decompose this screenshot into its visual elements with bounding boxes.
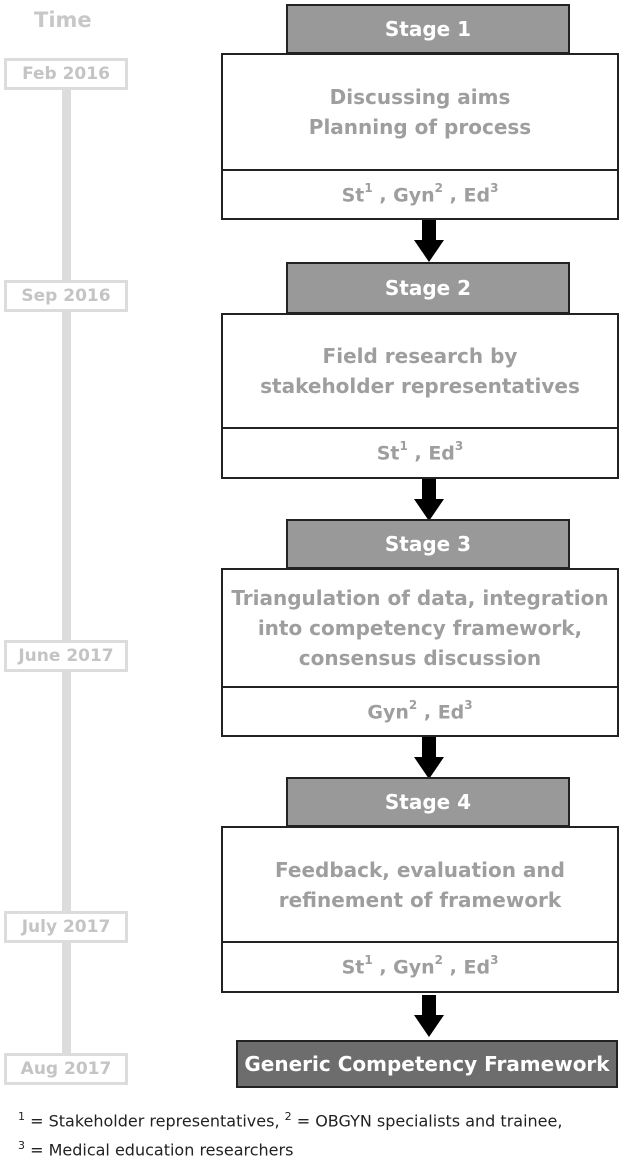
- participant-gyn: Gyn2: [393, 180, 444, 207]
- arrow-down-icon: [414, 737, 444, 779]
- arrow-down-icon: [414, 995, 444, 1037]
- stage-4-header: Stage 4: [286, 777, 570, 827]
- stage-3-line-2: into competency framework,: [257, 616, 583, 640]
- stage-4-participants: St1 , Gyn2 , Ed3: [221, 943, 619, 993]
- participant-ed: Ed3: [463, 180, 499, 207]
- stage-3-line-3: consensus discussion: [298, 646, 542, 670]
- date-box-aug-2017: Aug 2017: [4, 1053, 128, 1085]
- stage-3-body: Triangulation of data, integration into …: [221, 568, 619, 688]
- stage-1-participants: St1 , Gyn2 , Ed3: [221, 171, 619, 220]
- participant-st: St1: [341, 180, 373, 207]
- time-heading: Time: [34, 8, 92, 32]
- date-box-sep-2016: Sep 2016: [4, 280, 128, 312]
- stage-4-body: Feedback, evaluation and refinement of f…: [221, 826, 619, 943]
- stage-2-line-2: stakeholder representatives: [260, 374, 580, 398]
- stage-1-header: Stage 1: [286, 4, 570, 54]
- participant-gyn: Gyn2: [393, 953, 444, 979]
- stage-3-header: Stage 3: [286, 519, 570, 569]
- stage-4-line-1: Feedback, evaluation and: [275, 857, 565, 882]
- arrow-down-icon: [414, 479, 444, 521]
- stage-2-header: Stage 2: [286, 262, 570, 314]
- stage-2-body: Field research by stakeholder representa…: [221, 313, 619, 429]
- stage-1-line-1: Discussing aims: [329, 85, 511, 109]
- date-box-feb-2016: Feb 2016: [4, 58, 128, 90]
- stage-1-line-2: Planning of process: [308, 115, 532, 139]
- stage-3-line-1: Triangulation of data, integration: [231, 586, 609, 610]
- arrow-down-icon: [414, 220, 444, 262]
- stage-2-line-1: Field research by: [322, 344, 518, 368]
- footnote-line-1: 1 = Stakeholder representatives, 2 = OBG…: [18, 1110, 563, 1131]
- participant-ed: Ed3: [463, 953, 499, 979]
- timeline-line: [62, 70, 71, 1060]
- participant-gyn: Gyn2: [367, 697, 418, 724]
- footnotes: 1 = Stakeholder representatives, 2 = OBG…: [18, 1104, 618, 1163]
- stage-3-participants: Gyn2 , Ed3: [221, 688, 619, 737]
- final-framework-box: Generic Competency Framework: [236, 1040, 618, 1088]
- participant-ed: Ed3: [437, 697, 473, 724]
- stage-4-line-2: refinement of framework: [278, 887, 562, 912]
- stage-1-body: Discussing aims Planning of process: [221, 53, 619, 171]
- participant-st: St1: [376, 439, 408, 465]
- stage-2-participants: St1 , Ed3: [221, 429, 619, 479]
- footnote-line-2: 3 = Medical education researchers: [18, 1139, 294, 1160]
- date-box-july-2017: July 2017: [4, 911, 128, 943]
- participant-ed: Ed3: [428, 439, 464, 465]
- date-box-june-2017: June 2017: [4, 640, 128, 672]
- participant-st: St1: [341, 953, 373, 979]
